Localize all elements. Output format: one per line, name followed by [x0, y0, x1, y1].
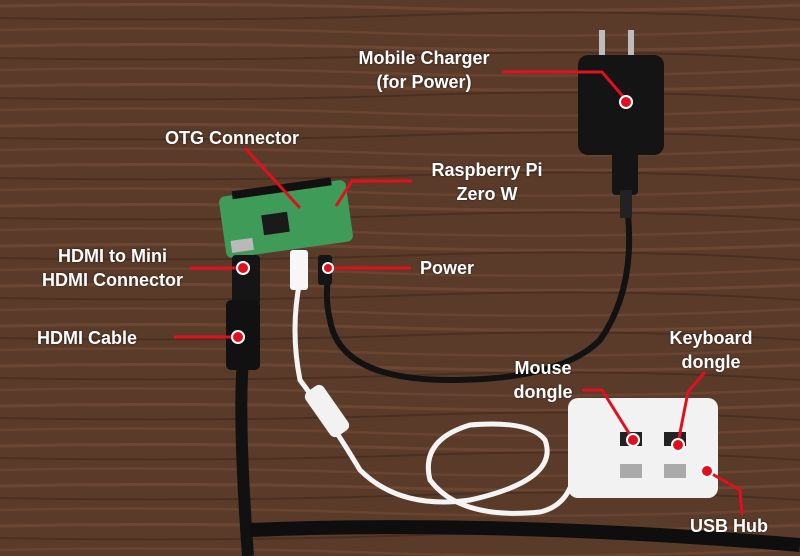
otg-plug: [290, 250, 308, 290]
annotation-dots: [231, 95, 714, 478]
keyboard-dongle-label-line2: dongle: [681, 352, 741, 372]
annotations: [174, 70, 744, 516]
mouse-dongle-label-line1: Mouse: [514, 358, 572, 378]
hub-pointer: [706, 469, 744, 516]
charger-pointer: [502, 70, 628, 101]
keyboard-pointer: [676, 371, 707, 444]
hdmi-mini-label-line1: HDMI to Mini: [58, 246, 167, 266]
mobile-charger-label-line2: (for Power): [376, 72, 472, 92]
mobile-charger-label-line1: Mobile Charger: [358, 48, 490, 68]
hdmi-mini-label-line2: HDMI Connector: [42, 270, 183, 290]
raspberry-pi-label-line1: Raspberry Pi: [431, 160, 543, 180]
raspberry-pi-label-line2: Zero W: [456, 184, 518, 204]
otg-connector-label: OTG Connector: [165, 128, 299, 148]
pi-pointer: [334, 179, 412, 207]
charger-cable: [323, 212, 633, 384]
mouse-pointer: [582, 388, 634, 439]
hdmi-cable-label: HDMI Cable: [37, 328, 138, 348]
hdmi-cable-wire: [235, 359, 254, 556]
mouse-dongle-label-line2: dongle: [513, 382, 573, 402]
hdmi-mini-label: HDMI to Mini HDMI Connector: [30, 244, 195, 292]
usb-hub: [568, 398, 718, 498]
otg-pointer: [243, 146, 302, 210]
usb-hub-label: USB Hub: [690, 516, 768, 536]
mouse-dongle-label: Mouse dongle: [498, 356, 588, 404]
hub-cable: [249, 520, 800, 552]
otg-inline-switch: [304, 384, 350, 438]
power-label: Power: [420, 258, 475, 278]
raspberry-pi-label: Raspberry Pi Zero W: [412, 158, 562, 206]
mobile-charger-label: Mobile Charger (for Power): [334, 46, 514, 94]
keyboard-dongle-label: Keyboard dongle: [656, 326, 766, 374]
keyboard-dongle-label-line1: Keyboard: [669, 328, 753, 348]
